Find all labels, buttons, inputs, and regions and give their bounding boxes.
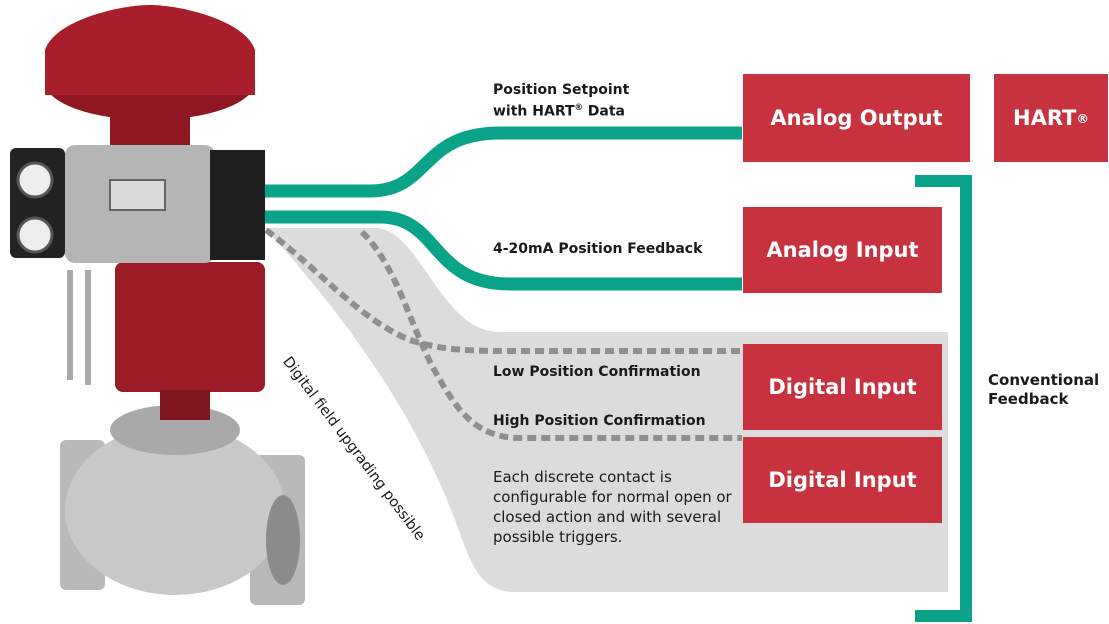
setpoint-label-line2-pre: with HART bbox=[493, 103, 575, 120]
discrete-note: Each discrete contact is configurable fo… bbox=[493, 468, 732, 546]
bracket-label-line2: Feedback bbox=[988, 390, 1069, 408]
dashed-line-low bbox=[264, 227, 742, 354]
valve-actuator-image bbox=[10, 5, 305, 605]
analog-output-box: Analog Output bbox=[743, 74, 970, 162]
low-confirm-label: Low Position Confirmation bbox=[493, 364, 701, 380]
setpoint-label-line1: Position Setpoint bbox=[493, 82, 630, 98]
bracket-label-line1: Conventional bbox=[988, 371, 1100, 389]
hart-registered-mark: ® bbox=[1076, 110, 1089, 126]
high-confirm-label: High Position Confirmation bbox=[493, 413, 706, 429]
feedback-bracket bbox=[915, 175, 972, 622]
hart-label: HART bbox=[1013, 106, 1077, 130]
feedback-label: 4-20mA Position Feedback bbox=[493, 241, 703, 257]
analog-input-box: Analog Input bbox=[743, 207, 942, 293]
digital-input-box-2: Digital Input bbox=[743, 437, 942, 523]
setpoint-label: Position Setpoint with HART® Data bbox=[493, 82, 629, 121]
hart-box: HART® bbox=[994, 74, 1108, 162]
registered-mark: ® bbox=[574, 102, 583, 112]
bracket-label: Conventional Feedback bbox=[988, 371, 1099, 409]
setpoint-line bbox=[215, 126, 742, 198]
setpoint-label-line2-post: Data bbox=[582, 103, 625, 120]
dashed-line-high bbox=[359, 229, 742, 441]
feedback-line bbox=[215, 210, 742, 291]
digital-input-box-1: Digital Input bbox=[743, 344, 942, 430]
